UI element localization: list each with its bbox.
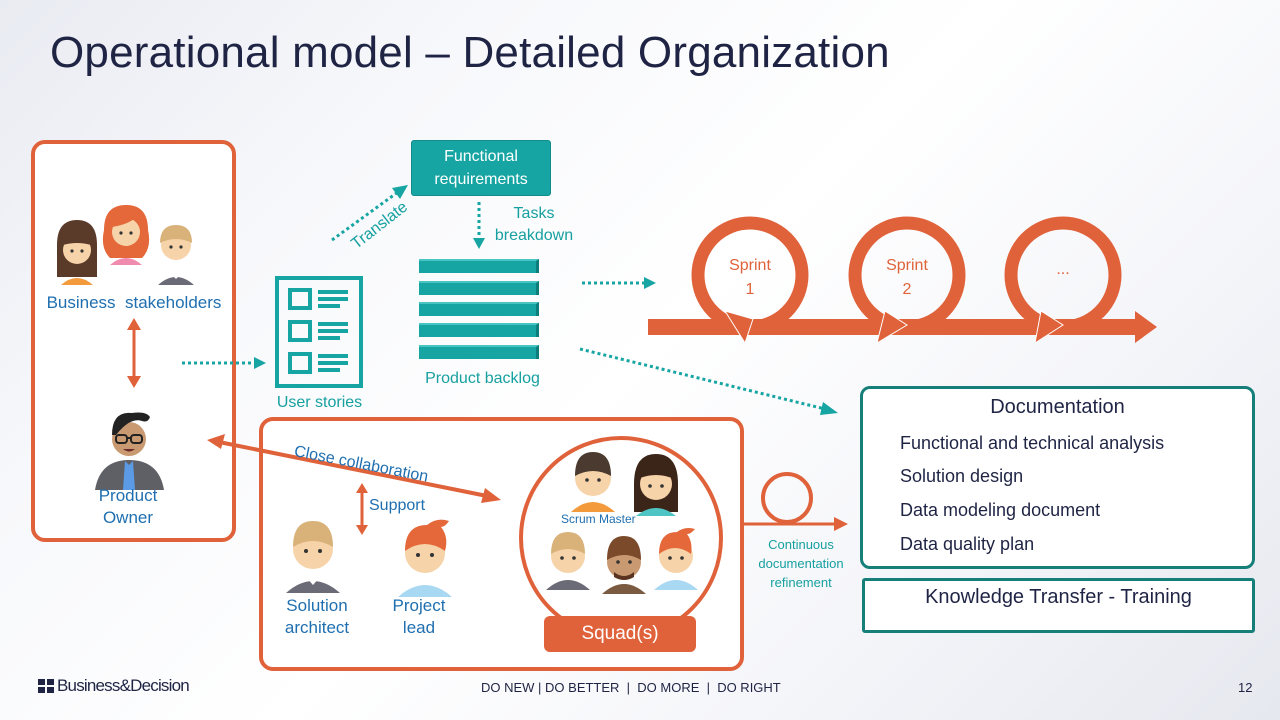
page-number: 12	[1238, 680, 1253, 695]
close-collaboration-arrow	[207, 434, 501, 503]
sprint-timeline	[648, 216, 1157, 345]
sprint-loop-1	[691, 216, 809, 345]
squad-circle	[519, 436, 723, 640]
backlog-item-bar	[419, 302, 539, 316]
knowledge-transfer-box	[862, 578, 1255, 633]
solution-architect-line1: Solution	[286, 596, 348, 615]
refinement-line1: Continuous	[768, 537, 834, 552]
tasks-breakdown-arrow	[473, 202, 485, 249]
company-logo: Business&Decision	[38, 676, 190, 696]
product-owner-label: Product Owner	[80, 485, 176, 529]
sprint-1-label: Sprint 1	[710, 254, 790, 302]
sprint-1-line2: 1	[745, 281, 755, 298]
backlog-to-documentation-arrow	[579, 347, 838, 415]
tasks-breakdown-line1: Tasks	[513, 205, 555, 222]
functional-requirements-line1: Functional	[444, 148, 518, 165]
product-owner-label-line2: Owner	[102, 508, 154, 527]
project-lead-avatar	[398, 519, 452, 597]
documentation-item: Solution design	[900, 466, 1024, 486]
backlog-item-bar	[419, 259, 539, 273]
timeline-arrowhead	[1135, 311, 1157, 343]
product-backlog-label: Product backlog	[425, 370, 540, 387]
solution-architect-line2: architect	[284, 618, 350, 637]
user-stories-label: User stories	[276, 394, 363, 411]
slide-title: Operational model – Detailed Organizatio…	[50, 28, 890, 77]
squad-label: Squad(s)	[544, 616, 696, 652]
squad-member-redhead-avatar	[654, 528, 698, 590]
refinement-line2: documentation	[758, 556, 844, 571]
documentation-item: Functional and technical analysis	[900, 433, 1165, 453]
scrum-master-avatar	[571, 452, 615, 512]
business-stakeholders-label: Business stakeholders	[46, 293, 222, 312]
sprint-loop-3	[1004, 216, 1122, 345]
functional-requirements-box: Functional requirements	[411, 140, 551, 196]
sprint-more-line1: ...	[1056, 261, 1070, 278]
sprint-more-label: ...	[1023, 258, 1103, 282]
backlog-item-bar	[419, 323, 539, 337]
sprint-2-label: Sprint 2	[867, 254, 947, 302]
project-lead-line1: Project	[392, 596, 446, 615]
project-lead-label: Project lead	[378, 595, 460, 639]
user-stories-icon	[275, 276, 363, 388]
backlog-to-sprint-arrow	[582, 277, 656, 289]
knowledge-transfer-label: Knowledge Transfer - Training	[925, 586, 1192, 608]
business-stakeholders-avatars	[57, 205, 194, 285]
support-double-arrow	[356, 483, 368, 535]
footer-tagline: DO NEW | DO BETTER | DO MORE | DO RIGHT	[481, 680, 781, 695]
logo-mark-icon	[38, 679, 54, 693]
sprint-2-line1: Sprint	[886, 257, 928, 274]
sprint-loop-2	[848, 216, 966, 345]
refinement-connector	[742, 472, 848, 531]
solution-architect-label: Solution architect	[272, 595, 362, 639]
stakeholder-woman-red-icon	[102, 205, 150, 265]
stakeholder-woman-brown-icon	[57, 220, 97, 285]
functional-requirements-line2: requirements	[434, 171, 528, 188]
support-label: Support	[369, 497, 426, 514]
squad-member-blond-avatar	[546, 532, 590, 590]
backlog-item-bar	[419, 281, 539, 295]
sprint-2-line2: 2	[902, 281, 912, 298]
sprint-1-line1: Sprint	[729, 257, 771, 274]
documentation-title: Documentation	[990, 396, 1125, 418]
scrum-master-label: Scrum Master	[561, 512, 636, 526]
project-lead-line2: lead	[402, 618, 436, 637]
backlog-item-bar	[419, 345, 539, 359]
stakeholder-man-blond-icon	[158, 225, 194, 285]
squad-member-bearded-avatar	[602, 536, 646, 594]
stakeholder-po-double-arrow	[127, 318, 141, 388]
tasks-breakdown-line2: breakdown	[494, 227, 574, 244]
refinement-label: Continuous documentation refinement	[748, 535, 854, 592]
logo-text: Business&Decision	[57, 676, 190, 695]
product-owner-avatar	[95, 412, 164, 490]
product-owner-label-line1: Product	[98, 486, 158, 505]
tasks-breakdown-label: Tasks breakdown	[486, 203, 582, 247]
translate-arrow	[331, 185, 408, 242]
documentation-item: Data quality plan	[900, 534, 1035, 554]
to-user-stories-arrow	[182, 357, 266, 369]
solution-architect-avatar	[286, 521, 340, 593]
documentation-item: Data modeling document	[900, 500, 1101, 520]
documentation-box	[860, 386, 1255, 569]
squad-member-woman-avatar	[634, 454, 678, 516]
refinement-line3: refinement	[770, 575, 832, 590]
